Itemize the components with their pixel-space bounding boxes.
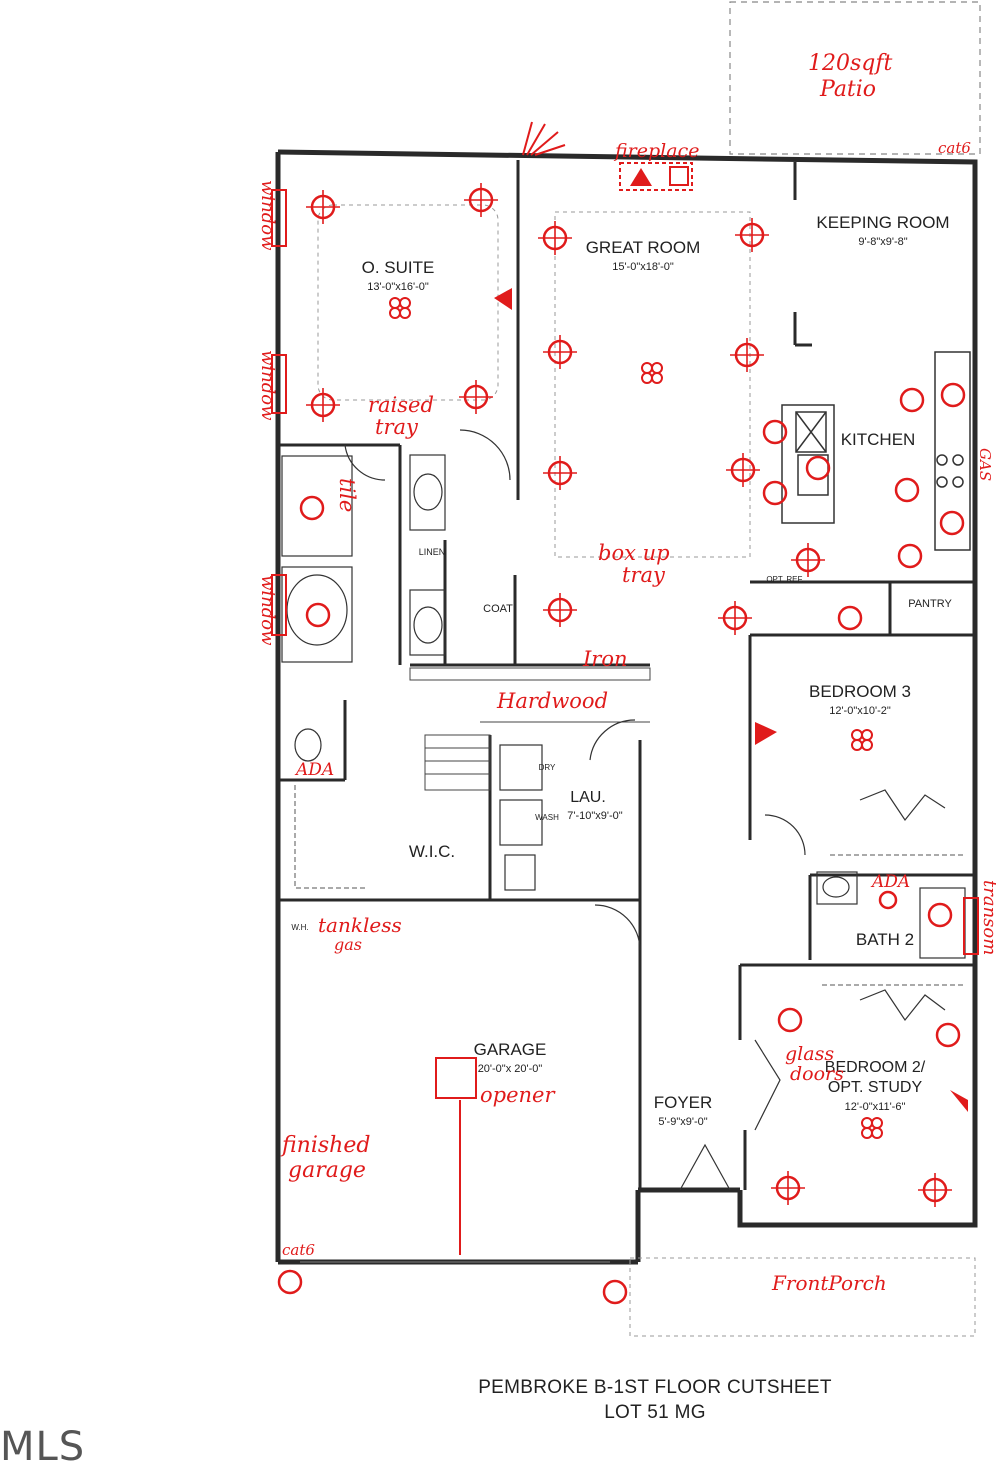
note-gas: GAS: [976, 448, 994, 481]
note-tankless-2: gas: [334, 935, 362, 954]
door-swings: [344, 429, 946, 1191]
stairs: [409, 667, 651, 791]
note-raised-2: tray: [375, 415, 419, 439]
note-transom: transom: [979, 880, 1000, 955]
garage-name: GARAGE: [474, 1040, 547, 1059]
wic-name: W.I.C.: [409, 842, 455, 861]
markup-boxes: [271, 162, 979, 1255]
closet-shelves: [294, 785, 965, 986]
note-ada-2: ADA: [870, 872, 910, 892]
note-hardwood: Hardwood: [496, 689, 608, 713]
foyer-dims: 5'-9"x9'-0": [658, 1116, 707, 1128]
note-finished-2: garage: [288, 1158, 366, 1183]
note-window-3: window: [257, 575, 278, 646]
opt-ref-name: OPT. REF.: [766, 575, 803, 584]
ceiling-fan-markers: [389, 297, 883, 1139]
lot-label: LOT 51 MG: [604, 1402, 706, 1423]
suite-name: O. SUITE: [362, 258, 435, 277]
wash-name: WASH: [535, 813, 559, 822]
keeping-name: KEEPING ROOM: [816, 213, 949, 232]
note-window-2: window: [257, 350, 278, 421]
bed3-dims: 12'-0"x10'-2": [829, 705, 891, 717]
bed2-dims: 12'-0"x11'-6": [845, 1101, 906, 1113]
garage-dims: 20'-0"x 20'-0": [478, 1063, 543, 1075]
handwritten-notes: 120sqft Patio fireplace cat6 window wind…: [257, 51, 1000, 1295]
note-tankless-1: tankless: [318, 913, 402, 937]
note-glass-2: doors: [790, 1063, 844, 1085]
note-ada-1: ADA: [294, 760, 334, 780]
pantry-name: PANTRY: [908, 598, 952, 610]
note-glass-1: glass: [785, 1043, 834, 1065]
suite-dims: 13'-0"x16'-0": [367, 281, 429, 293]
wh-name: W.H.: [291, 923, 308, 932]
mls-watermark: MLS: [0, 1424, 86, 1470]
note-cat6-bottom: cat6: [282, 1241, 315, 1259]
kitchen-fixtures: [781, 351, 971, 551]
note-front-porch: FrontPorch: [771, 1271, 887, 1295]
great-dims: 15'-0"x18'-0": [612, 261, 674, 273]
note-fireplace: fireplace: [613, 140, 699, 162]
note-iron: Iron: [582, 647, 628, 671]
room-labels: O. SUITE 13'-0"x16'-0" GREAT ROOM 15'-0"…: [291, 213, 952, 1128]
note-cat6-top: cat6: [938, 139, 971, 157]
lau-name: LAU.: [570, 789, 606, 806]
keeping-dims: 9'-8"x9'-8": [858, 236, 907, 248]
note-box-1: box up: [598, 541, 670, 565]
triangle-markers: [494, 168, 968, 1112]
linen-name: LINEN: [419, 547, 446, 557]
bed2-name2: OPT. STUDY: [828, 1079, 923, 1096]
tray-outlines: [317, 204, 976, 1337]
lau-dims: 7'-10"x9'-0": [567, 810, 623, 822]
note-finished-1: finished: [280, 1133, 370, 1158]
note-opener: opener: [480, 1083, 556, 1107]
dry-name: DRY: [539, 763, 556, 772]
kitchen-name: KITCHEN: [841, 430, 916, 449]
note-patio-2: Patio: [819, 77, 876, 102]
foyer-name: FOYER: [654, 1093, 713, 1112]
bed3-name: BEDROOM 3: [809, 682, 911, 701]
bed2-name: BEDROOM 2/: [825, 1059, 926, 1076]
patio-outline: [729, 1, 981, 155]
bath2-name: BATH 2: [856, 930, 914, 949]
note-tile: tile: [335, 478, 359, 512]
note-box-2: tray: [622, 563, 666, 587]
fireplace-vent-icon: [522, 121, 566, 156]
crosshair-ticks: [306, 183, 952, 1207]
coat-name: COAT: [483, 603, 513, 615]
interior-walls: [278, 160, 975, 1190]
note-raised-1: raised: [368, 393, 434, 417]
note-window-1: window: [257, 180, 278, 251]
note-patio-1: 120sqft: [808, 51, 893, 76]
cutsheet-title: PEMBROKE B-1ST FLOOR CUTSHEET: [478, 1377, 832, 1398]
great-name: GREAT ROOM: [586, 238, 701, 257]
